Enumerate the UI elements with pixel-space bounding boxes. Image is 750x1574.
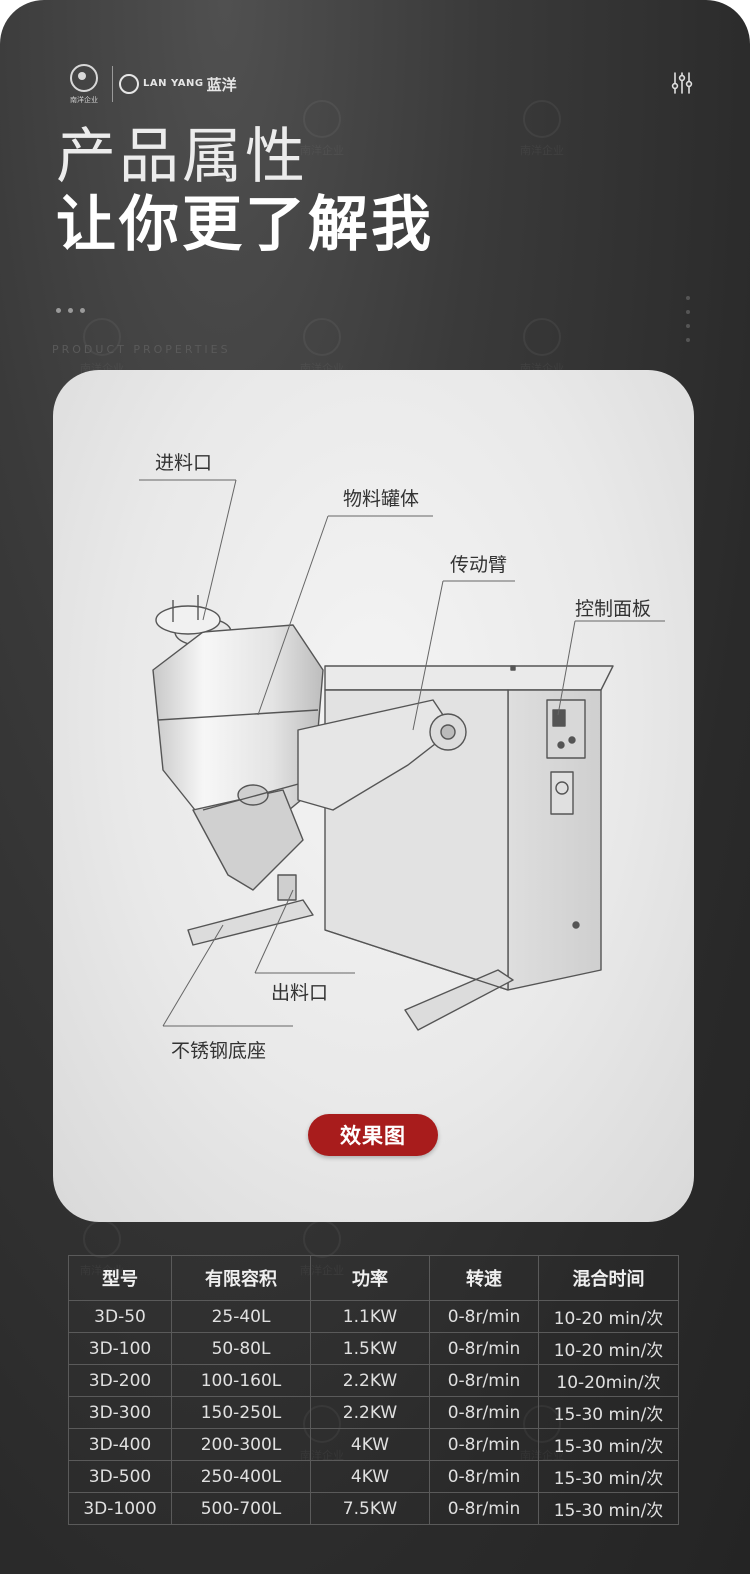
cell-volume: 200-300L <box>171 1428 311 1461</box>
machine-illustration <box>139 479 665 1031</box>
cell-model: 3D-500 <box>68 1460 172 1493</box>
page-subtitle: 让你更了解我 <box>56 190 434 260</box>
cell-speed: 0-8r/min <box>429 1332 539 1365</box>
decor-dots <box>56 308 85 313</box>
brand-logo: LAN YANG 蓝洋 <box>119 74 237 95</box>
cell-speed: 0-8r/min <box>429 1396 539 1429</box>
cell-speed: 0-8r/min <box>429 1300 539 1333</box>
label-outlet: 出料口 <box>271 982 329 1004</box>
watermark: 南洋企业 <box>510 100 574 158</box>
cell-speed: 0-8r/min <box>429 1460 539 1493</box>
cell-mix-time: 15-30 min/次 <box>538 1492 679 1525</box>
logo-divider <box>112 66 113 102</box>
effect-image-button[interactable]: 效果图 <box>308 1114 438 1156</box>
table-row: 3D-500 250-400L 4KW 0-8r/min 15-30 min/次 <box>68 1460 679 1493</box>
cell-power: 7.5KW <box>310 1492 430 1525</box>
seal-icon <box>70 63 98 92</box>
cell-model: 3D-300 <box>68 1396 172 1429</box>
label-panel: 控制面板 <box>575 598 652 620</box>
cell-power: 4KW <box>310 1428 430 1461</box>
header-logo[interactable]: 南洋企业 LAN YANG 蓝洋 <box>62 63 237 105</box>
table-header-row: 型号 有限容积 功率 转速 混合时间 <box>68 1255 679 1301</box>
sliders-icon[interactable] <box>670 71 694 95</box>
cell-speed: 0-8r/min <box>429 1364 539 1397</box>
cell-mix-time: 10-20 min/次 <box>538 1332 679 1365</box>
watermark: 南洋企业 <box>290 100 354 158</box>
seal-text: 南洋企业 <box>70 95 98 104</box>
brand-mark-icon <box>119 74 139 94</box>
label-arm: 传动臂 <box>450 554 508 576</box>
cell-volume: 250-400L <box>171 1460 311 1493</box>
label-base: 不锈钢底座 <box>171 1040 267 1062</box>
brand-english: LAN YANG <box>143 78 204 89</box>
cell-model: 3D-400 <box>68 1428 172 1461</box>
col-header: 转速 <box>429 1255 539 1301</box>
company-seal: 南洋企业 <box>62 63 106 105</box>
product-card: 进料口 物料罐体 传动臂 控制面板 出料口 不锈钢底座 效果图 <box>53 370 694 1222</box>
cell-power: 1.1KW <box>310 1300 430 1333</box>
cell-mix-time: 15-30 min/次 <box>538 1460 679 1493</box>
col-header: 有限容积 <box>171 1255 311 1301</box>
cell-volume: 500-700L <box>171 1492 311 1525</box>
cell-speed: 0-8r/min <box>429 1492 539 1525</box>
cell-mix-time: 15-30 min/次 <box>538 1428 679 1461</box>
watermark: 南洋企业 <box>510 318 574 376</box>
cell-volume: 100-160L <box>171 1364 311 1397</box>
table-row: 3D-300 150-250L 2.2KW 0-8r/min 15-30 min… <box>68 1396 679 1429</box>
table-row: 3D-1000 500-700L 7.5KW 0-8r/min 15-30 mi… <box>68 1492 679 1525</box>
cell-model: 3D-1000 <box>68 1492 172 1525</box>
watermark: 南洋企业 <box>290 318 354 376</box>
label-inlet: 进料口 <box>155 452 213 474</box>
col-header: 型号 <box>68 1255 172 1301</box>
page-title: 产品属性 <box>56 122 308 192</box>
col-header: 功率 <box>310 1255 430 1301</box>
cell-volume: 50-80L <box>171 1332 311 1365</box>
cell-speed: 0-8r/min <box>429 1428 539 1461</box>
cell-volume: 25-40L <box>171 1300 311 1333</box>
label-tank: 物料罐体 <box>343 488 420 510</box>
brand-chinese: 蓝洋 <box>206 75 237 94</box>
table-row: 3D-50 25-40L 1.1KW 0-8r/min 10-20 min/次 <box>68 1300 679 1333</box>
cell-volume: 150-250L <box>171 1396 311 1429</box>
table-row: 3D-400 200-300L 4KW 0-8r/min 15-30 min/次 <box>68 1428 679 1461</box>
cell-mix-time: 15-30 min/次 <box>538 1396 679 1429</box>
cell-power: 2.2KW <box>310 1364 430 1397</box>
cell-model: 3D-200 <box>68 1364 172 1397</box>
cell-mix-time: 10-20min/次 <box>538 1364 679 1397</box>
col-header: 混合时间 <box>538 1255 679 1301</box>
cell-power: 1.5KW <box>310 1332 430 1365</box>
cell-power: 2.2KW <box>310 1396 430 1429</box>
cell-model: 3D-50 <box>68 1300 172 1333</box>
cell-model: 3D-100 <box>68 1332 172 1365</box>
decor-vertical-dots <box>686 296 690 342</box>
cell-mix-time: 10-20 min/次 <box>538 1300 679 1333</box>
table-row: 3D-200 100-160L 2.2KW 0-8r/min 10-20min/… <box>68 1364 679 1397</box>
spec-table: 型号 有限容积 功率 转速 混合时间 3D-50 25-40L 1.1KW 0-… <box>68 1255 679 1525</box>
section-english-label: PRODUCT PROPERTIES <box>52 343 231 356</box>
cell-power: 4KW <box>310 1460 430 1493</box>
table-row: 3D-100 50-80L 1.5KW 0-8r/min 10-20 min/次 <box>68 1332 679 1365</box>
